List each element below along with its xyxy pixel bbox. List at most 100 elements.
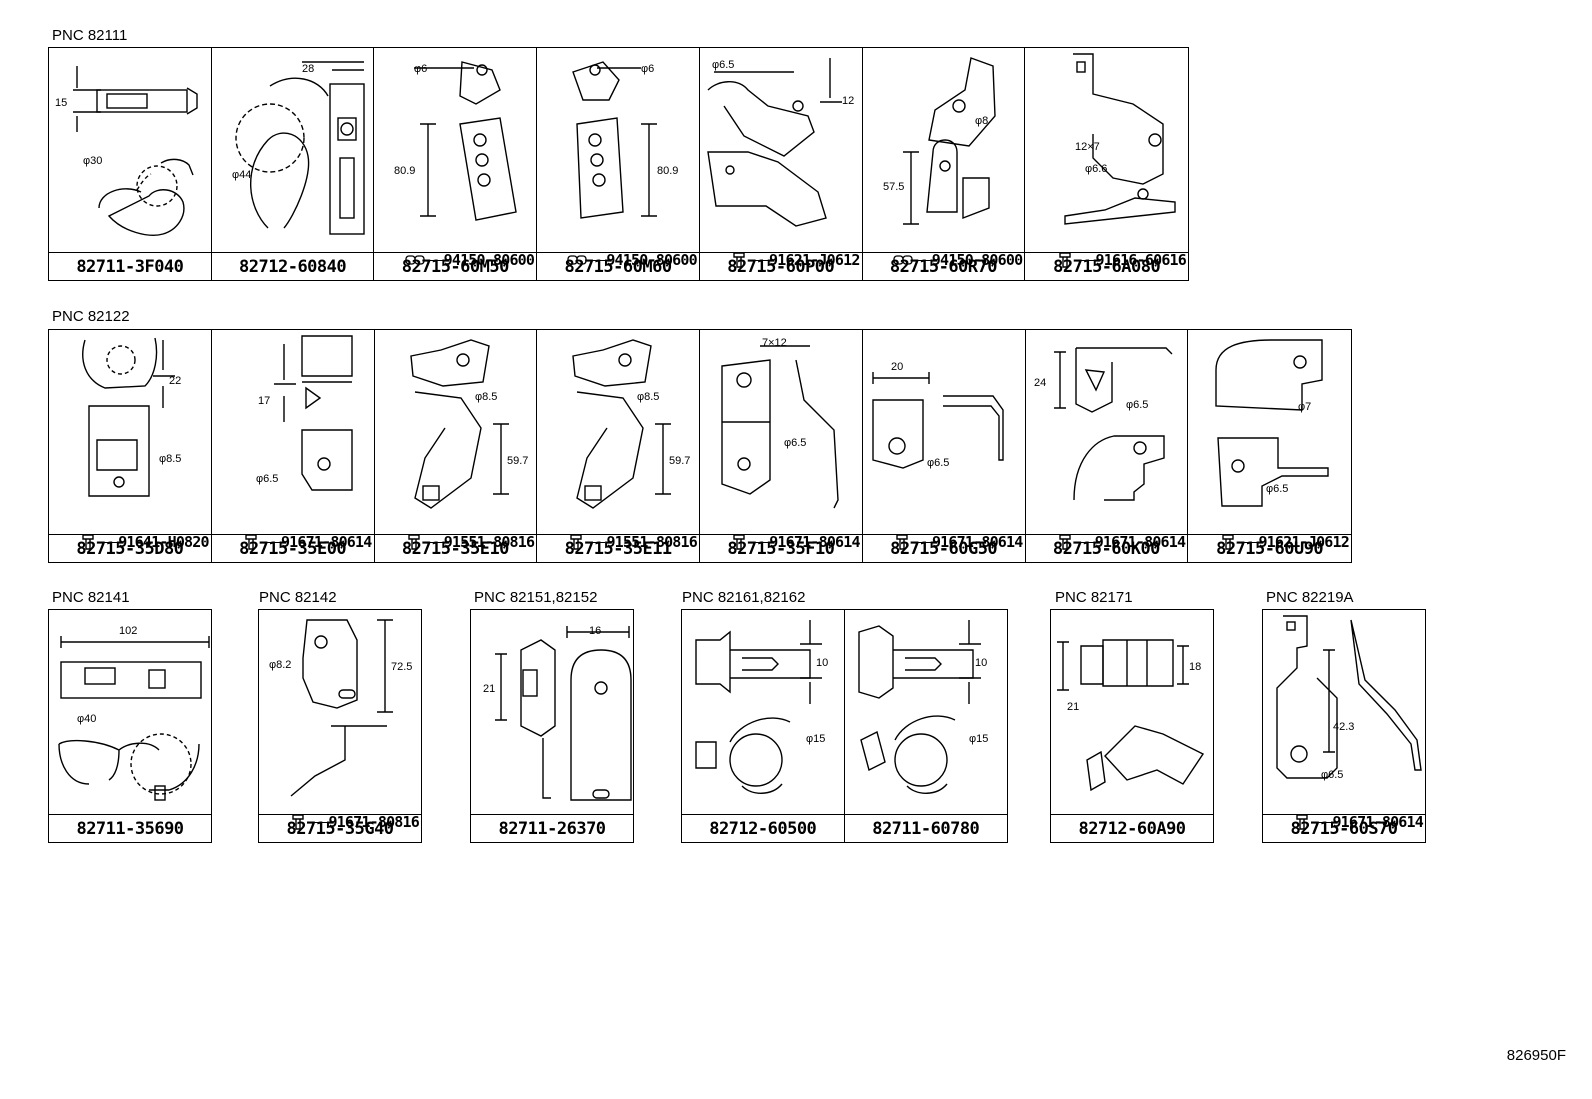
part-cell[interactable]: 10 φ15 82712-60500: [682, 610, 845, 842]
fastener-part-number: 91671-80816: [328, 813, 419, 831]
part-cell[interactable]: 22 φ8.5 91641-H0820 82715-35D80: [49, 330, 212, 562]
dim-label: φ6.5: [784, 437, 806, 449]
dim-label: 21: [483, 683, 495, 695]
fastener-callout: 91641-H0820: [51, 533, 210, 551]
bolt-icon: [245, 534, 257, 550]
bolt-icon: [1222, 534, 1235, 550]
part-cell[interactable]: 20 φ6.5 91671-80614 82715-60G50: [862, 330, 1026, 562]
parts-row: 10 φ15 82712-60500 10 φ15 82711-60780: [681, 609, 1008, 843]
part-cell[interactable]: φ8.2 72.5 91671-80816 82715-35G40: [259, 610, 421, 842]
nut-icon: [893, 255, 913, 265]
part-cell[interactable]: 17 φ6.5 91671-80614 82715-35E00: [211, 330, 375, 562]
part-cell[interactable]: 15 φ30 82711-3F040: [49, 48, 212, 280]
part-cell[interactable]: 42.3 φ6.5 91671-80614 82715-60S70: [1263, 610, 1425, 842]
part-drawing: 42.3 φ6.5: [1276, 615, 1422, 781]
part-cell[interactable]: φ6 80.9 94150-80600 82715-60M50: [374, 48, 538, 280]
part-number: 82712-60500: [682, 814, 844, 842]
part-cell[interactable]: 10 φ15 82711-60780: [844, 610, 1007, 842]
part-drawing: 24 φ6.5: [1034, 347, 1172, 501]
part-number: 82715-60G50: [862, 534, 1025, 562]
pnc-label: PNC 82141: [52, 589, 130, 606]
part-number: 82715-60S70: [1263, 814, 1425, 842]
part-cell[interactable]: 7×12 φ6.5 91671-80614 82715-35F10: [700, 330, 863, 562]
nut-icon: [567, 255, 587, 265]
dim-label: 42.3: [1333, 721, 1354, 733]
leader-line: [591, 259, 606, 261]
part-number: 82715-60K00: [1025, 534, 1188, 562]
leader-line: [265, 541, 280, 543]
bolt-icon: [1059, 534, 1071, 550]
part-cell[interactable]: 28 φ44 82712-60840: [211, 48, 375, 280]
part-cell[interactable]: φ8.5 59.7 91551-80816 82715-35E10: [374, 330, 538, 562]
dim-label: φ8: [975, 115, 988, 127]
part-drawing: φ6 80.9: [394, 61, 518, 221]
pnc-label: PNC 82151,82152: [474, 589, 598, 606]
fastener-callout: 91671-80614: [214, 533, 372, 551]
dim-label: 7×12: [762, 337, 787, 349]
dim-label: φ8.5: [159, 453, 181, 465]
dim-label: φ6: [414, 63, 427, 75]
fastener-callout: 91621-J0612: [1190, 533, 1350, 551]
dim-label: 80.9: [657, 165, 678, 177]
part-number: 82715-35E00: [211, 534, 374, 562]
fastener-part-number: 91621-J0612: [769, 251, 860, 269]
part-drawing: φ7 φ6.5: [1215, 339, 1329, 507]
parts-row: 21 16 82711-26370: [470, 609, 634, 843]
fastener-callout: 91671-80614: [702, 533, 861, 551]
part-cell[interactable]: φ7 φ6.5 91621-J0612 82715-60U90: [1188, 330, 1351, 562]
part-drawing: 15 φ30: [55, 66, 198, 236]
dim-label: 59.7: [669, 455, 690, 467]
leader-line: [916, 259, 931, 261]
part-cell[interactable]: 102 φ40 82711-35690: [49, 610, 211, 842]
fastener-part-number: 91671-80614: [1094, 533, 1186, 551]
part-cell[interactable]: φ6.5 12 91621-J0612 82715-60P00: [699, 48, 863, 280]
bolt-icon: [570, 534, 583, 550]
dim-label: 24: [1034, 377, 1046, 389]
part-drawing: 7×12 φ6.5: [721, 337, 839, 509]
dim-label: 57.5: [883, 181, 904, 193]
part-number: 82715-6A080: [1025, 252, 1189, 280]
dim-label: φ15: [969, 733, 988, 745]
fastener-callout: 91551-80816: [539, 533, 698, 551]
illustration-id: 826950F: [1506, 1047, 1566, 1064]
dim-label: φ6.5: [256, 473, 278, 485]
dim-label: 15: [55, 97, 67, 109]
leader-line: [916, 541, 931, 543]
bolt-icon: [733, 534, 745, 550]
leader-line: [313, 821, 328, 823]
part-drawing: φ8 57.5: [883, 57, 996, 225]
part-cell[interactable]: 18 21 82712-60A90: [1051, 610, 1213, 842]
dim-label: 72.5: [391, 661, 412, 673]
part-number: 82711-26370: [471, 814, 633, 842]
part-cell[interactable]: φ8 57.5 94150-80600 82715-60R70: [862, 48, 1026, 280]
dim-label: 10: [975, 657, 987, 669]
fastener-part-number: 91616-60616: [1095, 251, 1187, 269]
bolt-icon: [82, 534, 94, 550]
part-drawing: φ6.5 12: [707, 58, 854, 227]
part-drawing: φ6 80.9: [572, 61, 679, 219]
parts-row: 18 21 82712-60A90: [1050, 609, 1214, 843]
part-number: 82712-60840: [211, 252, 374, 280]
part-cell[interactable]: 24 φ6.5 91671-80614 82715-60K00: [1025, 330, 1189, 562]
part-cell[interactable]: φ8.5 59.7 91551-80816 82715-35E11: [537, 330, 700, 562]
part-drawing: 28 φ44: [232, 61, 365, 235]
part-drawing: φ8.5 59.7: [409, 339, 528, 509]
dim-label: 12: [842, 95, 854, 107]
parts-row: 22 φ8.5 91641-H0820 82715-35D80 17 φ6.5 …: [48, 329, 1352, 563]
part-cell[interactable]: 12×7 φ6.6 91616-60616 82715-6A080: [1025, 48, 1189, 280]
dim-label: φ7: [1298, 401, 1311, 413]
part-drawing: 12×7 φ6.6: [1064, 53, 1177, 225]
part-cell[interactable]: 21 16 82711-26370: [471, 610, 633, 842]
part-number: 82711-35690: [49, 814, 211, 842]
leader-line: [754, 259, 769, 261]
nut-icon: [404, 255, 425, 265]
dim-label: 12×7: [1075, 141, 1100, 153]
part-number: 82715-60M60: [537, 252, 699, 280]
dim-label: 102: [119, 625, 137, 637]
bolt-icon: [1296, 814, 1309, 830]
part-drawing: φ8.5 59.7: [572, 339, 691, 509]
part-drawing: 22 φ8.5: [82, 337, 181, 497]
part-number: 82715-35E11: [537, 534, 699, 562]
part-cell[interactable]: φ6 80.9 94150-80600 82715-60M60: [537, 48, 700, 280]
fastener-part-number: 94150-80600: [931, 251, 1023, 269]
